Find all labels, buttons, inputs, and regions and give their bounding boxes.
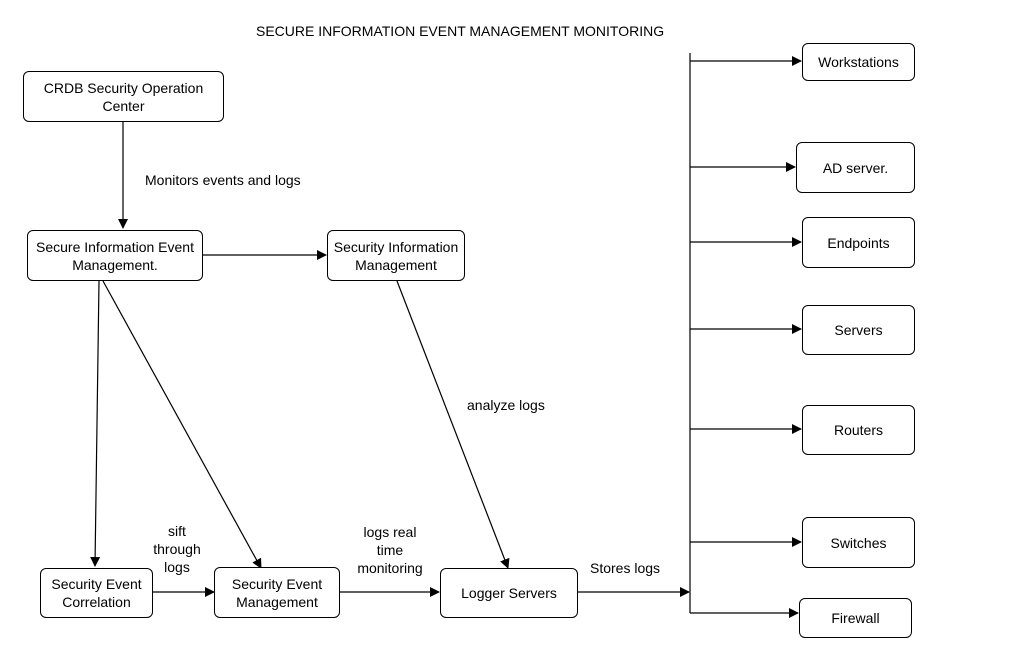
node-workstations: Workstations bbox=[802, 43, 915, 81]
node-ad-server: AD server. bbox=[796, 142, 915, 193]
label-logs-real-time-monitoring: logs real time monitoring bbox=[357, 524, 423, 576]
edge-siem-to-sec bbox=[90, 280, 101, 567]
node-endpoints: Endpoints bbox=[802, 217, 915, 268]
node-secure-information-event-management: Secure Information Event Management. bbox=[27, 230, 203, 281]
node-routers: Routers bbox=[802, 405, 915, 455]
diagram-title: SECURE INFORMATION EVENT MANAGEMENT MONI… bbox=[256, 23, 665, 39]
edge-sim-to-logger bbox=[396, 280, 510, 569]
label-monitors-events-and-logs: Monitors events and logs bbox=[145, 172, 301, 188]
node-servers: Servers bbox=[802, 305, 915, 355]
node-security-event-correlation: Security Event Correlation bbox=[40, 568, 153, 618]
label-analyze-logs: analyze logs bbox=[467, 397, 545, 413]
label-sift-through-logs: sift through logs bbox=[153, 523, 201, 575]
label-stores-logs: Stores logs bbox=[590, 560, 661, 576]
node-firewall: Firewall bbox=[799, 598, 912, 638]
node-security-information-management: Security Information Management bbox=[327, 230, 465, 281]
node-switches: Switches bbox=[802, 517, 915, 568]
node-security-event-management: Security Event Management bbox=[214, 567, 340, 618]
node-logger-servers: Logger Servers bbox=[440, 568, 578, 618]
node-crdb-security-operation-center: CRDB Security Operation Center bbox=[23, 71, 224, 122]
edge-siem-to-sem bbox=[102, 280, 262, 569]
